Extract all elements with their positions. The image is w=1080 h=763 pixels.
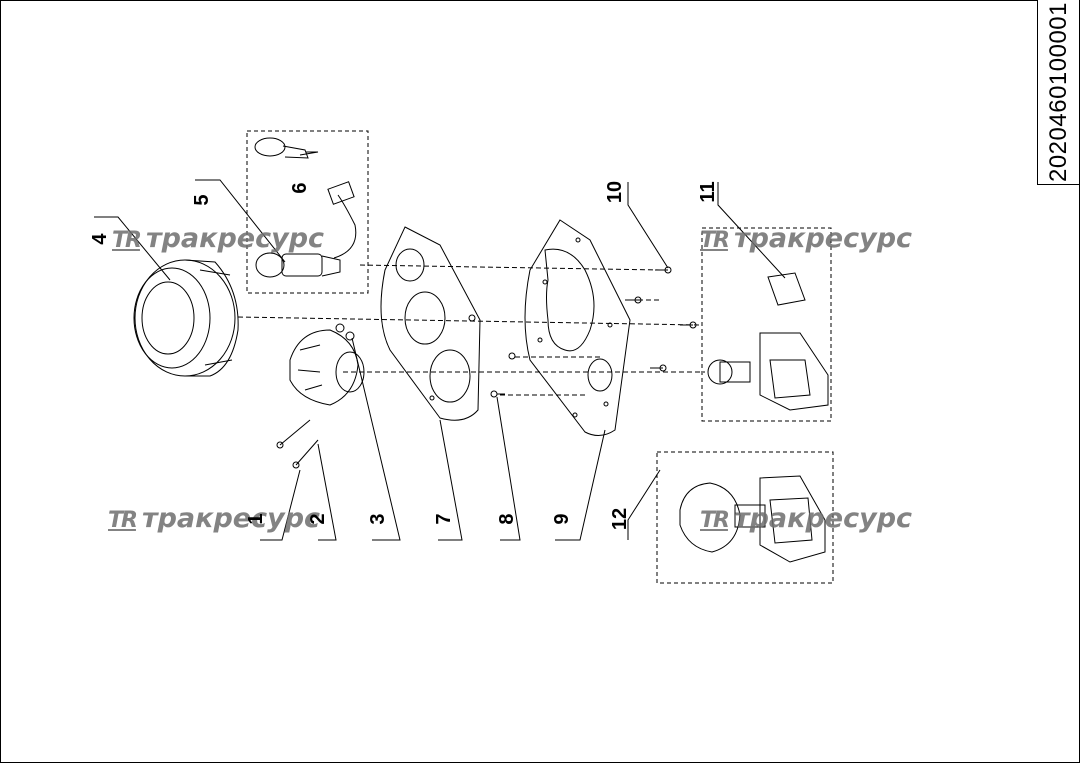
callout-11: 11	[697, 181, 719, 203]
part-3-knob	[289, 323, 365, 406]
part-7-plate	[380, 226, 481, 421]
group-box-item-11	[701, 227, 832, 422]
assembly-line	[237, 316, 701, 326]
part-4-bezel-ring	[133, 259, 239, 377]
group-box-item-12	[656, 451, 834, 584]
callout-7: 7	[433, 513, 455, 525]
group-box-key-switch	[246, 130, 369, 294]
callout-12: 12	[609, 507, 631, 531]
part-10-screws	[625, 266, 697, 372]
callout-9: 9	[551, 513, 573, 525]
leader-lines	[94, 151, 786, 541]
callout-1: 1	[245, 513, 267, 525]
callout-2: 2	[307, 513, 329, 525]
part-12-knob-switch	[679, 475, 826, 563]
callout-4: 4	[89, 233, 111, 245]
part-11-switch-module	[707, 272, 829, 411]
callout-5: 5	[191, 194, 213, 206]
callout-6: 6	[289, 182, 311, 194]
callout-10: 10	[604, 180, 626, 204]
assembly-line	[359, 264, 661, 271]
part-9-mounting-plate	[524, 219, 631, 436]
document-code-box: 2020460100001	[1037, 0, 1079, 185]
callout-8: 8	[496, 513, 518, 525]
part-5-key-switch	[255, 181, 357, 278]
callout-3: 3	[367, 513, 389, 525]
part-1-2-screws	[276, 419, 319, 469]
part-8-screws	[490, 352, 516, 398]
